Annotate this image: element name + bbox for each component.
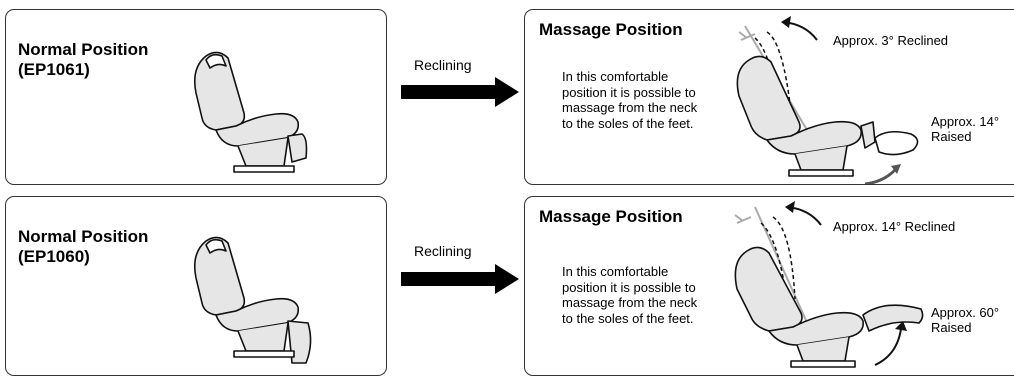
massage-position-panel-ep1060: Massage Position In this comfortable pos… [524,196,1014,376]
legrest-raise-note: Approx. 60°Raised [931,305,1000,335]
reclining-arrow [401,264,519,294]
normal-position-panel-ep1060: Normal Position(EP1060) [5,196,387,376]
backrest-recline-note: Approx. 14° Reclined [833,219,956,234]
backrest-recline-note: Approx. 3° Reclined [833,33,949,48]
massage-chair-upright-illustration [193,236,312,364]
panel-title: Massage Position [539,207,683,226]
panel-title: Normal Position(EP1061) [18,40,149,79]
massage-position-panel-ep1061: Massage Position In this comfortable pos… [524,9,1014,185]
raise-arrow-icon [864,168,897,184]
normal-position-panel-ep1061: Normal Position(EP1061) [5,9,387,185]
massage-description: In this comfortable position it is possi… [562,264,698,326]
reclining-arrow [401,77,519,107]
massage-chair-reclined-illustration [734,201,924,368]
raise-arrow-icon [874,328,902,366]
massage-chair-upright-illustration [193,51,308,173]
reclining-label: Reclining [414,57,472,73]
panel-title: Normal Position(EP1060) [18,227,149,266]
massage-description: In this comfortable position it is possi… [562,69,698,131]
legrest-raise-note: Approx. 14°Raised [931,114,1000,144]
reclining-label: Reclining [414,243,472,259]
massage-chair-reclined-illustration [736,16,919,184]
panel-title: Massage Position [539,20,683,39]
